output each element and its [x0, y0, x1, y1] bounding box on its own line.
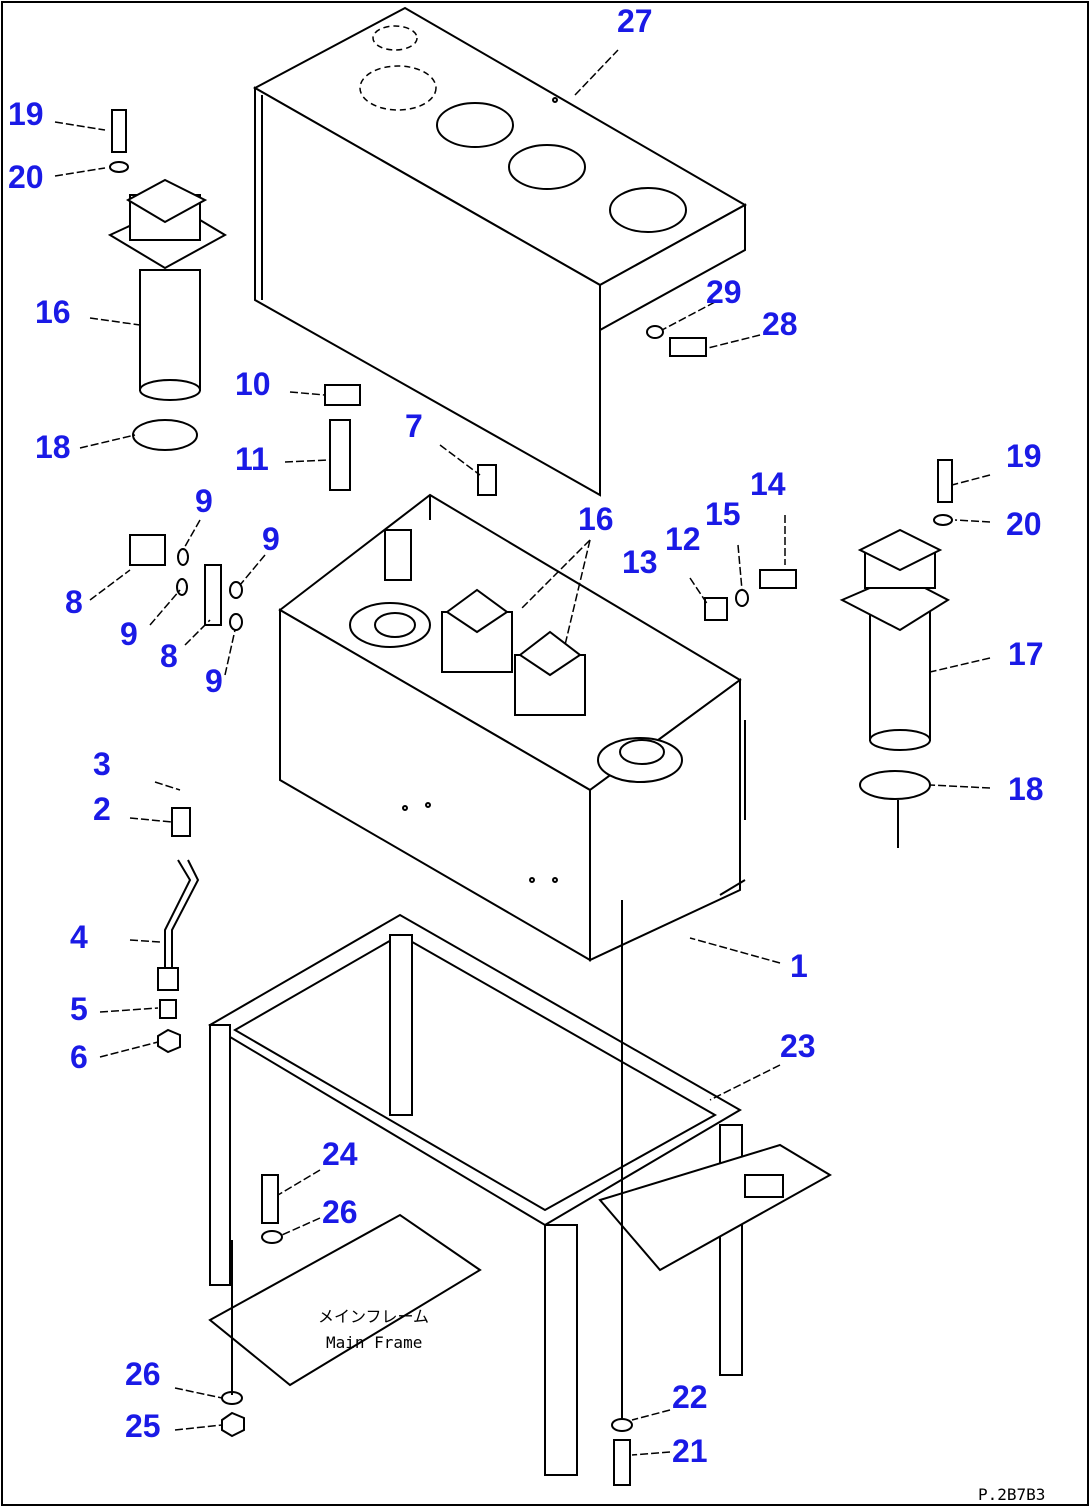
label-18-right: 18	[1008, 771, 1044, 807]
label-23: 23	[780, 1028, 816, 1064]
label-9-c: 9	[120, 616, 138, 652]
small-parts	[109, 109, 953, 1486]
label-16-center: 16	[578, 501, 614, 537]
part-1-tank	[278, 493, 746, 962]
label-9-d: 9	[205, 663, 223, 699]
label-17: 17	[1008, 636, 1044, 672]
label-1: 1	[790, 948, 808, 984]
label-22: 22	[672, 1379, 708, 1415]
label-19: 19	[8, 96, 44, 132]
label-15: 15	[705, 496, 741, 532]
label-6: 6	[70, 1039, 88, 1075]
part-16-filter-left	[107, 178, 228, 451]
label-3: 3	[93, 746, 111, 782]
drawing-id: P.2B7B3	[978, 1485, 1045, 1504]
label-26: 26	[322, 1194, 358, 1230]
annotation-en: Main Frame	[326, 1333, 422, 1352]
label-13: 13	[622, 544, 658, 580]
label-29: 29	[706, 274, 742, 310]
part-labels: 27 19 20 16 29 28 10 18 11 7 19 20 9 16 …	[8, 3, 1044, 1469]
label-10: 10	[235, 366, 271, 402]
leader-lines	[54, 121, 991, 1456]
label-27: 27	[617, 3, 653, 39]
label-20: 20	[8, 159, 44, 195]
part-27-cover	[252, 6, 748, 497]
part-17-filter-right	[839, 528, 951, 800]
label-7: 7	[405, 408, 423, 444]
label-8-a: 8	[65, 584, 83, 620]
annotation-jp: メインフレーム	[318, 1307, 429, 1326]
label-25: 25	[125, 1408, 161, 1444]
label-5: 5	[70, 991, 88, 1027]
part-23-main-frame	[208, 913, 832, 1476]
label-4: 4	[70, 919, 88, 955]
label-9-b: 9	[262, 521, 280, 557]
label-11: 11	[235, 441, 269, 477]
label-21: 21	[672, 1433, 708, 1469]
label-9-a: 9	[195, 483, 213, 519]
label-8-b: 8	[160, 638, 178, 674]
label-26-lower: 26	[125, 1356, 161, 1392]
label-2: 2	[93, 791, 111, 827]
label-28: 28	[762, 306, 798, 342]
label-16: 16	[35, 294, 71, 330]
label-12: 12	[665, 521, 701, 557]
label-18: 18	[35, 429, 71, 465]
label-19-right: 19	[1006, 438, 1042, 474]
label-20-right: 20	[1006, 506, 1042, 542]
label-14: 14	[750, 466, 786, 502]
label-24: 24	[322, 1136, 358, 1172]
